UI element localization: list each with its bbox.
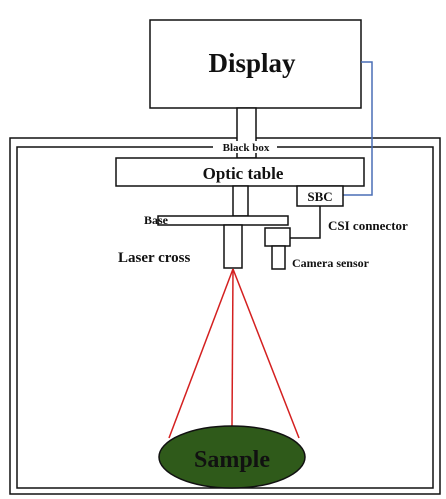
black-box-label: Black box <box>223 142 270 154</box>
csi-connector-label: CSI connector <box>328 218 408 233</box>
laser-cross-label: Laser cross <box>118 250 191 266</box>
laser-beam-left <box>168 268 234 439</box>
base-plate <box>157 215 289 226</box>
optic-table <box>115 157 365 187</box>
black-box-outer <box>9 137 441 495</box>
camera-housing <box>264 227 291 247</box>
sample-ellipse <box>158 425 306 489</box>
laser-cross-module <box>223 224 243 269</box>
display-label: Display <box>208 48 296 78</box>
camera-lens <box>271 245 286 270</box>
black-box-label-bg <box>213 141 277 153</box>
camera-sensor-label: Camera sensor <box>292 256 370 270</box>
laser-beam-center <box>231 268 234 427</box>
csi-cable <box>290 206 321 239</box>
support-post <box>232 185 249 217</box>
display-box <box>149 19 362 109</box>
display-cable <box>343 61 373 196</box>
sample-label: Sample <box>194 447 270 473</box>
sbc-label: SBC <box>307 189 332 204</box>
optic-table-label: Optic table <box>203 164 284 183</box>
base-label: Base <box>144 213 169 227</box>
laser-beam-right <box>232 268 300 439</box>
